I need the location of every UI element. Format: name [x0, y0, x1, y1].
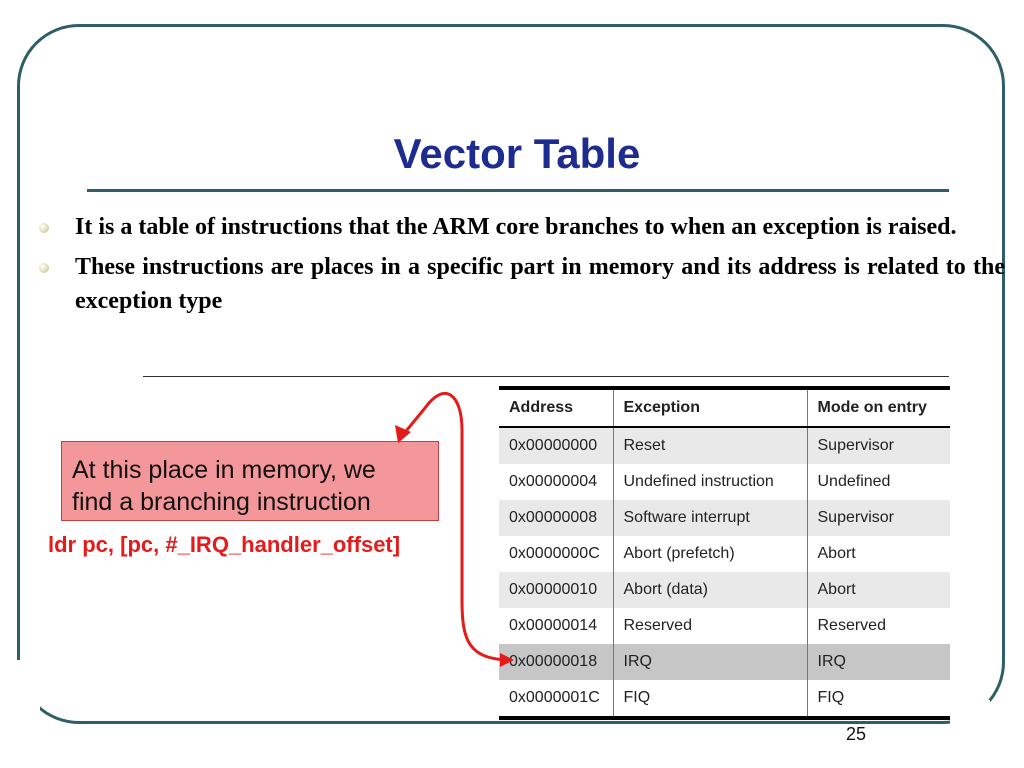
- address-cell: 0x00000010: [499, 572, 614, 608]
- exception-cell: Software interrupt: [613, 500, 808, 536]
- table-row: 0x0000000C Abort (prefetch) Abort: [499, 536, 950, 572]
- table-row: 0x00000010 Abort (data) Abort: [499, 572, 950, 608]
- address-cell: 0x00000000: [499, 427, 614, 464]
- mode-cell: Supervisor: [807, 500, 950, 536]
- slide-frame: [17, 24, 1005, 724]
- column-header-mode: Mode on entry: [807, 386, 950, 428]
- exception-cell: Abort (prefetch): [613, 536, 808, 572]
- bullet-icon: [39, 223, 49, 233]
- frame-gap: [950, 700, 990, 740]
- exception-cell: Abort (data): [613, 572, 808, 608]
- mode-cell: Reserved: [817, 617, 886, 634]
- table-row: 0x0000001C FIQ FIQ: [499, 680, 950, 720]
- table-row: 0x00000014 Reserved Reserved: [499, 608, 950, 644]
- vector-table: Address Exception Mode on entry 0x000000…: [499, 386, 950, 720]
- column-header-exception: Exception: [613, 386, 808, 428]
- address-cell: 0x00000004: [499, 464, 614, 500]
- mode-cell: FIQ: [807, 680, 950, 720]
- exception-cell: Undefined instruction: [613, 464, 808, 500]
- address-cell: 0x0000001C: [499, 680, 614, 720]
- table-header-row: Address Exception Mode on entry: [499, 386, 950, 428]
- bullet-text: It is a table of instructions that the A…: [75, 214, 957, 240]
- table-top-rule: [143, 376, 949, 377]
- slide-title: Vector Table: [393, 130, 641, 177]
- mode-cell: Supervisor: [807, 427, 950, 464]
- table-row: 0x00000008 Software interrupt Supervisor: [499, 500, 950, 536]
- bullet-item: It is a table of instructions that the A…: [37, 210, 1005, 244]
- address-cell: 0x00000008: [499, 500, 614, 536]
- callout-line: At this place in memory, we: [72, 456, 376, 484]
- mode-cell: Abort: [817, 545, 856, 562]
- branch-instruction-code: ldr pc, [pc, #_IRQ_handler_offset]: [48, 532, 401, 557]
- exception-cell: Reserved: [613, 608, 808, 644]
- exception-cell: IRQ: [613, 644, 808, 680]
- exception-cell: Reset: [613, 427, 808, 464]
- table-row-highlighted: 0x00000018 IRQ IRQ: [499, 644, 950, 680]
- page-number: 25: [846, 724, 867, 744]
- address-cell: 0x00000018: [499, 644, 614, 680]
- table-row: 0x00000000 Reset Supervisor: [499, 427, 950, 464]
- address-cell: 0x0000000C: [499, 536, 614, 572]
- exception-cell: FIQ: [613, 680, 808, 720]
- table-row: 0x00000004 Undefined instruction Undefin…: [499, 464, 950, 500]
- bullet-text: These instructions are places in a speci…: [75, 254, 1005, 314]
- bullet-icon: [39, 263, 49, 273]
- column-header-address: Address: [499, 386, 614, 428]
- mode-cell: IRQ: [807, 644, 950, 680]
- mode-cell: Undefined: [817, 473, 891, 490]
- mode-cell: Abort: [807, 572, 950, 608]
- title-divider: [87, 189, 949, 192]
- address-cell: 0x00000014: [499, 608, 614, 644]
- callout-line: find a branching instruction: [72, 488, 371, 516]
- bullet-list: It is a table of instructions that the A…: [37, 210, 1005, 324]
- bullet-item: These instructions are places in a speci…: [37, 250, 1005, 318]
- callout-box: At this place in memory, we find a branc…: [61, 441, 439, 521]
- frame-gap: [10, 660, 40, 740]
